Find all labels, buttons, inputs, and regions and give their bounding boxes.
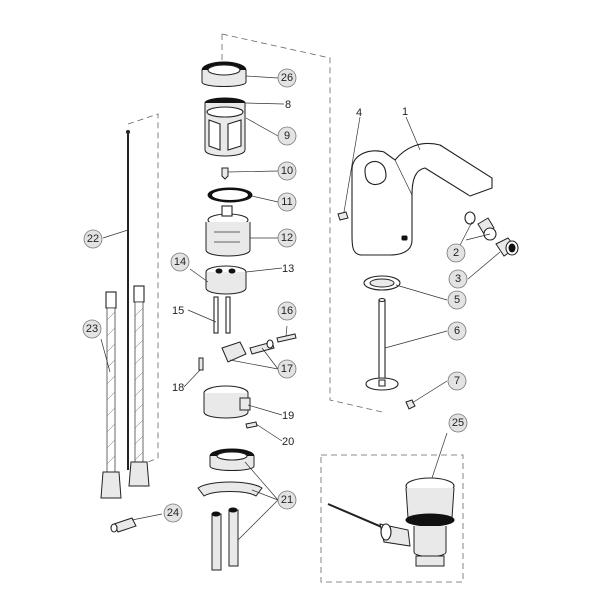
callout-11: 11 (277, 192, 297, 212)
svg-text:4: 4 (356, 107, 362, 119)
svg-text:26: 26 (281, 72, 293, 84)
waste-assembly-25 (327, 477, 455, 567)
spout-body (351, 142, 493, 256)
rod-22 (126, 130, 130, 470)
screw-20 (245, 421, 258, 429)
svg-text:1: 1 (402, 106, 408, 118)
callout-20: 20 (282, 436, 294, 448)
svg-text:17: 17 (281, 363, 293, 375)
svg-text:3: 3 (455, 273, 461, 285)
callout-19: 19 (282, 410, 294, 422)
callout-4: 4 (356, 107, 362, 119)
studs-21c (211, 507, 239, 571)
svg-text:25: 25 (452, 417, 464, 429)
svg-text:12: 12 (281, 232, 293, 244)
callout-10: 10 (277, 161, 297, 181)
svg-text:2: 2 (453, 247, 459, 259)
callout-25: 25 (448, 413, 468, 433)
callout-26: 26 (277, 68, 297, 88)
svg-text:11: 11 (281, 196, 292, 208)
clamp-21b (197, 481, 263, 497)
aerator-3 (495, 237, 519, 257)
aerator-parts-2 (464, 211, 497, 241)
svg-text:21: 21 (281, 494, 293, 506)
svg-text:6: 6 (454, 325, 460, 337)
gasket-5 (363, 275, 401, 291)
svg-text:9: 9 (284, 130, 290, 142)
callout-5: 5 (447, 290, 467, 310)
callout-12: 12 (277, 228, 297, 248)
callout-24: 24 (163, 503, 183, 523)
svg-text:22: 22 (87, 233, 99, 245)
svg-text:19: 19 (282, 410, 294, 422)
o-ring-11 (207, 187, 253, 203)
callout-9: 9 (277, 126, 297, 146)
callout-16: 16 (277, 301, 297, 321)
svg-text:14: 14 (174, 256, 186, 268)
nut-26 (201, 61, 247, 87)
hose-23-left (100, 291, 122, 499)
screw-7 (405, 399, 416, 410)
studs-15 (213, 296, 231, 334)
lever-17 (221, 339, 275, 363)
svg-text:10: 10 (281, 165, 293, 177)
pin-18 (198, 357, 204, 371)
svg-text:16: 16 (281, 305, 293, 317)
adapter-24 (110, 517, 137, 533)
svg-text:23: 23 (86, 323, 98, 335)
cartridge-12 (205, 205, 251, 257)
callout-6: 6 (447, 321, 467, 341)
svg-text:13: 13 (282, 263, 294, 275)
lift-rod-6 (365, 297, 399, 391)
callout-8: 8 (285, 99, 291, 111)
cap-8-9 (204, 97, 246, 157)
callout-1: 1 (402, 106, 408, 118)
svg-text:5: 5 (454, 294, 460, 306)
leader-lines (100, 75, 501, 541)
pin-10 (221, 167, 229, 180)
callout-15: 15 (172, 305, 184, 317)
pin-16 (276, 333, 297, 343)
svg-text:18: 18 (172, 382, 184, 394)
callout-14: 14 (170, 252, 190, 272)
svg-text:20: 20 (282, 436, 294, 448)
svg-text:8: 8 (285, 99, 291, 111)
callout-2: 2 (446, 243, 466, 263)
callout-21: 21 (277, 490, 297, 510)
callout-3: 3 (448, 269, 468, 289)
seal-13-14 (205, 265, 247, 295)
nut-21a (209, 448, 255, 471)
svg-text:7: 7 (454, 375, 460, 387)
callout-7: 7 (447, 371, 467, 391)
ring-19 (203, 385, 251, 419)
callout-13: 13 (282, 263, 294, 275)
callout-17: 17 (277, 359, 297, 379)
callout-23: 23 (82, 319, 102, 339)
svg-text:24: 24 (167, 507, 179, 519)
set-screw-4 (337, 211, 349, 221)
callout-22: 22 (83, 229, 103, 249)
svg-text:15: 15 (172, 305, 184, 317)
callout-18: 18 (172, 382, 184, 394)
hose-23-right (128, 285, 150, 487)
